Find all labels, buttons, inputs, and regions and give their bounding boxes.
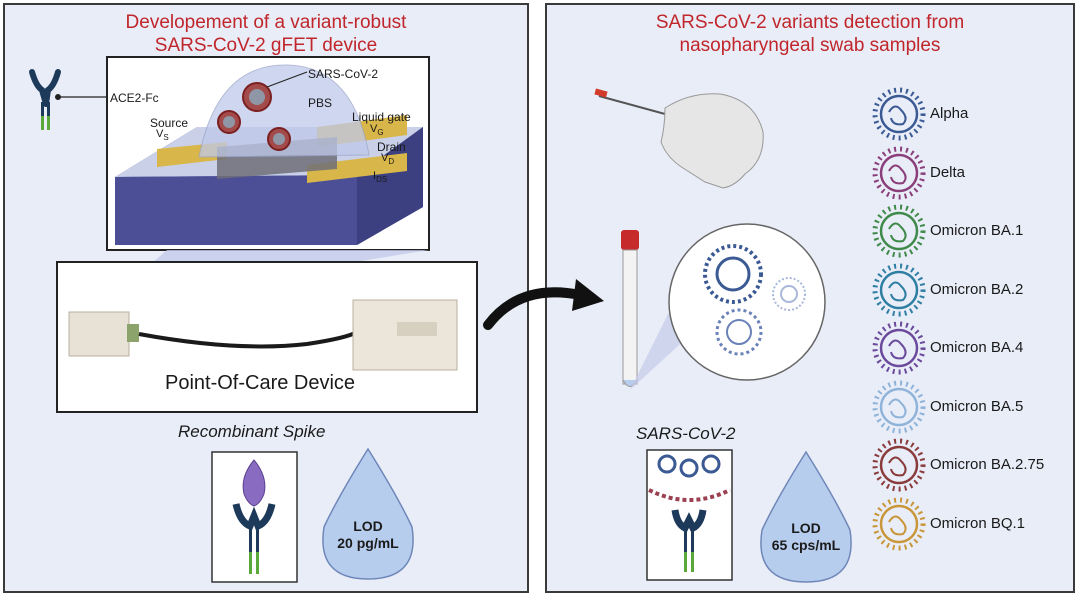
curved-arrow-icon [483, 279, 604, 330]
lod-droplet-left [322, 447, 414, 580]
ace2-fc-antibody-icon [29, 69, 108, 130]
ace2-fc-label: ACE2-Fc [110, 91, 159, 105]
variant-virus-icon [872, 263, 926, 316]
left-panel-title-line1: Developement of a variant-robust [125, 12, 407, 33]
variant-virus-icon [872, 146, 926, 199]
point-of-care-device-photo [56, 261, 478, 413]
recombinant-spike-frame [211, 451, 298, 583]
sars-cov-2-label: SARS-CoV-2 [636, 424, 736, 443]
lod-right-line2: 65 cps/mL [771, 537, 841, 553]
source-voltage-label: VS [156, 128, 169, 143]
variant-label: Omicron BA.5 [930, 397, 1024, 415]
variant-label: Omicron BA.2 [930, 280, 1024, 298]
recombinant-spike-label: Recombinant Spike [178, 422, 326, 441]
variant-virus-icon [872, 204, 926, 258]
lod-left-line2: 20 pg/mL [337, 535, 399, 551]
ids-current-label: IDS [373, 170, 388, 185]
point-of-care-device-label: Point-Of-Care Device [165, 372, 356, 394]
sars-cov-2-binding-frame [646, 449, 733, 581]
left-panel-title-line2: SARS-CoV-2 gFET device [154, 35, 378, 56]
variant-label: Alpha [930, 105, 969, 122]
gfet-device-illustration [106, 56, 430, 251]
source-label: Source [150, 116, 189, 130]
gate-voltage-label: VG [370, 123, 384, 138]
variant-virus-icon [872, 87, 926, 141]
drain-voltage-label: VD [381, 152, 395, 167]
lod-left-line1: LOD [353, 518, 383, 534]
variant-label: Omicron BA.4 [930, 339, 1024, 356]
variant-label: Omicron BA.1 [930, 222, 1024, 239]
variant-virus-icon [872, 321, 926, 375]
variant-virus-icon [872, 438, 926, 492]
lod-droplet-right [760, 450, 852, 583]
variant-virus-icon [872, 380, 926, 433]
variant-virus-icon [872, 497, 926, 550]
drain-label: Drain [377, 140, 406, 154]
variant-label: Delta [930, 163, 966, 181]
lod-right-line1: LOD [791, 520, 821, 536]
swab-head-illustration [594, 88, 764, 189]
pbs-label: PBS [308, 96, 333, 110]
right-panel-title-line2: nasopharyngeal swab samples [679, 35, 941, 56]
variant-label: Omicron BA.2.75 [930, 456, 1045, 473]
right-panel-title-line1: SARS-CoV-2 variants detection from [655, 12, 965, 33]
sars-cov-2-particle-label: SARS-CoV-2 [308, 67, 379, 81]
magnified-virus-circle [668, 223, 826, 381]
liquid-gate-label: Liquid gate [352, 110, 411, 124]
variant-label: Omicron BQ.1 [930, 514, 1026, 532]
